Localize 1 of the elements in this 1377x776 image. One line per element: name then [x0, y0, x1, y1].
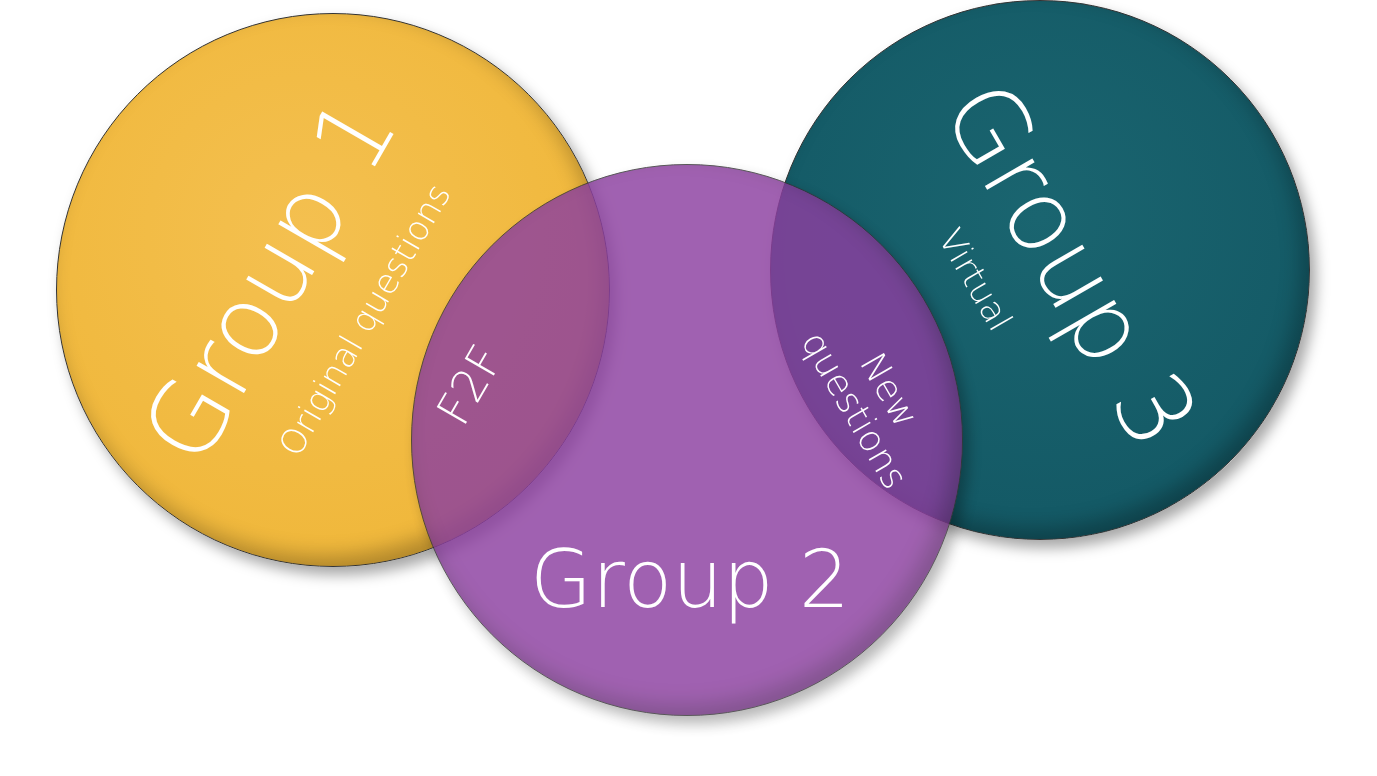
group-title: Group 2	[530, 536, 850, 624]
